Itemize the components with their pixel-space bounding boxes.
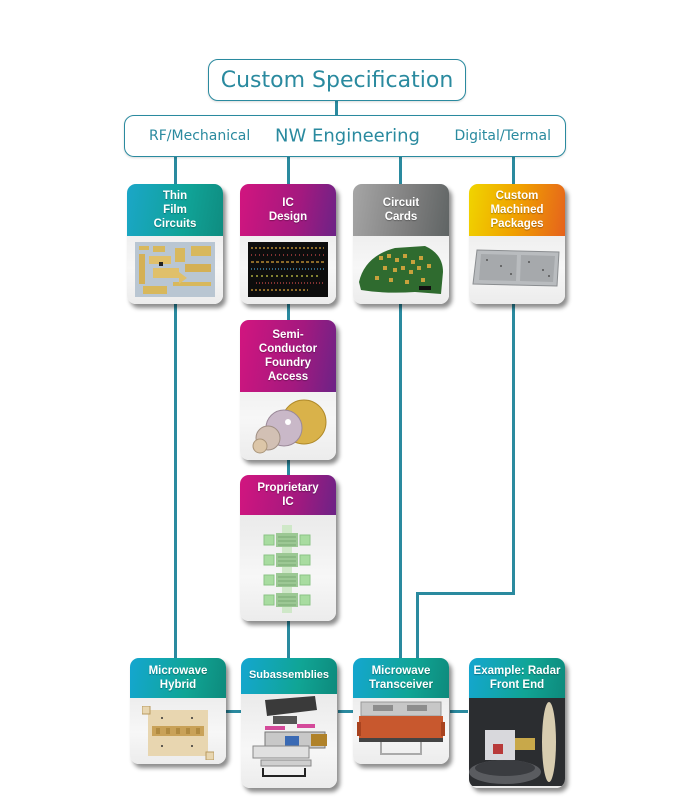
custom-specification-box: Custom Specification [208,59,466,101]
wafers-image [248,396,328,456]
card-circuit-cards[interactable]: Circuit Cards [353,184,449,304]
connector-proprietary-to-subassemblies [287,620,290,660]
card-microwave-hybrid[interactable]: Microwave Hybrid [130,658,226,764]
machined-housing-image [471,246,563,291]
card-thin-film-circuits[interactable]: Thin Film Circuits [127,184,223,304]
digital-thermal-label: Digital/Termal [454,128,551,144]
rf-mechanical-label: RF/Mechanical [149,128,251,144]
card-title: Subassemblies [241,658,337,694]
connector-spec-to-nw [335,99,338,115]
card-microwave-transceiver[interactable]: Microwave Transceiver [353,658,449,764]
connector-foundry-to-proprietary [287,458,290,476]
connector-circuit-cards-to-transceiver [399,303,402,659]
card-ic-design[interactable]: IC Design [240,184,336,304]
connector-nw-to-circuit-cards [399,155,402,185]
connector-packages-down [512,303,515,594]
card-title: Custom Machined Packages [469,184,565,236]
exploded-assembly-image [245,696,333,782]
connector-subassemblies-to-transceiver [338,710,354,713]
nw-engineering-box: RF/Mechanical NW Engineering Digital/Ter… [124,115,566,157]
connector-packages-horizontal [416,592,515,595]
card-title: Proprietary IC [240,475,336,515]
card-title: Example: Radar Front End [469,658,565,698]
card-radar-front-end[interactable]: Example: Radar Front End [469,658,565,788]
card-semiconductor-foundry-access[interactable]: Semi- Conductor Foundry Access [240,320,336,460]
card-subassemblies[interactable]: Subassemblies [241,658,337,788]
hybrid-module-image [141,705,215,761]
card-custom-machined-packages[interactable]: Custom Machined Packages [469,184,565,304]
ic-layout-image [248,242,328,297]
card-title: Thin Film Circuits [127,184,223,236]
card-title: Circuit Cards [353,184,449,236]
connector-thin-film-to-hybrid [174,303,177,659]
connector-transceiver-to-radar [450,710,468,713]
connector-nw-to-packages [512,155,515,185]
thin-film-circuit-image [135,242,215,297]
card-title: Semi- Conductor Foundry Access [240,320,336,392]
card-proprietary-ic[interactable]: Proprietary IC [240,475,336,621]
nw-engineering-title: NW Engineering [275,125,420,147]
connector-nw-to-ic-design [287,155,290,185]
circuit-board-image [355,242,447,297]
ic-die-image [248,523,328,615]
connector-packages-to-transceiver [416,592,419,659]
connector-hybrid-to-subassemblies [226,710,242,713]
radar-front-end-image [469,698,565,786]
card-title: Microwave Hybrid [130,658,226,698]
card-title: Microwave Transceiver [353,658,449,698]
custom-specification-title: Custom Specification [220,67,454,93]
connector-ic-design-to-foundry [287,303,290,321]
card-title: IC Design [240,184,336,236]
connector-nw-to-thin-film [174,155,177,185]
transceiver-unit-image [355,700,447,760]
